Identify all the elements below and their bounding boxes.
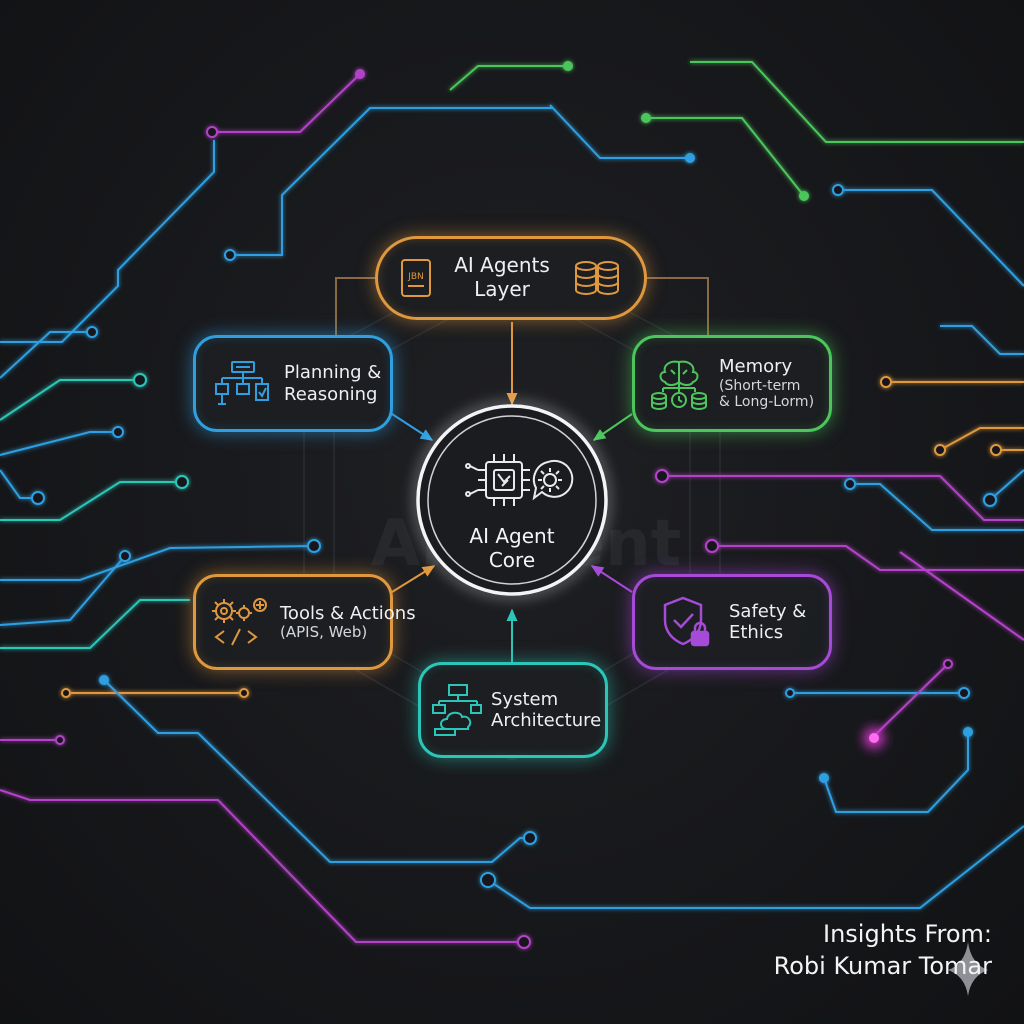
magenta-dot — [869, 733, 879, 743]
brain-icon — [651, 360, 707, 410]
connectors — [335, 277, 709, 662]
trace — [0, 469, 38, 499]
trace — [662, 475, 1024, 521]
node-label: System — [491, 688, 559, 710]
arrow-safety-to-core — [590, 565, 633, 593]
node-label: Planning & — [284, 362, 382, 384]
arrow-tools-to-core — [391, 565, 436, 593]
trace — [0, 379, 140, 421]
trace — [899, 551, 1024, 641]
arrow-memory-to-core — [592, 413, 633, 441]
trace — [0, 331, 92, 379]
node-ai-agents-layer: JBN AI Agents Layer — [375, 236, 647, 320]
credit-line: Insights From: — [823, 920, 992, 948]
trace — [871, 663, 949, 739]
trace — [449, 65, 568, 91]
trace — [712, 545, 1024, 571]
trace — [940, 325, 1024, 355]
trace — [939, 427, 1024, 451]
node-label: Reasoning — [284, 383, 378, 405]
node-label: Architecture — [491, 710, 602, 731]
trace — [0, 481, 182, 521]
document-icon: JBN — [401, 259, 432, 297]
core-outer-ring — [416, 404, 608, 596]
trace — [850, 483, 1024, 531]
trace — [690, 61, 1024, 143]
sparkle-icon — [948, 942, 988, 996]
credit-text: Insights From: Robi Kumar Tomar — [700, 918, 992, 983]
trace — [230, 107, 552, 256]
trace — [989, 469, 1024, 501]
node-memory: Memory (Short-term & Long-Lorm) — [632, 335, 832, 432]
trace — [0, 599, 190, 649]
core-label: AI Agent Core — [469, 524, 555, 572]
trace — [823, 732, 969, 813]
gear-bubble-icon — [532, 459, 574, 501]
trace — [0, 140, 215, 343]
core-node — [411, 399, 613, 601]
trace — [0, 555, 126, 626]
node-label: Memory — [719, 356, 793, 378]
node-tools-actions: Tools & Actions (APIS, Web) — [193, 574, 416, 670]
node-sublabel: (APIS, Web) — [280, 622, 368, 641]
node-safety-ethics: Safety & Ethics — [632, 574, 832, 670]
node-sublabel: & Long-Lorm) — [719, 394, 815, 411]
connector-top-right — [646, 277, 709, 336]
trace — [103, 679, 530, 863]
flowchart-icon — [215, 360, 269, 405]
node-label: Tools & Actions — [280, 602, 416, 624]
trace — [212, 73, 361, 133]
trace — [0, 545, 315, 581]
node-label: Safety & — [729, 600, 807, 622]
credit-author: Robi Kumar Tomar — [773, 952, 992, 981]
node-system-architecture: System Architecture — [418, 662, 608, 758]
node-label: Layer — [474, 277, 530, 301]
chip-icon — [465, 454, 530, 506]
cloud-network-icon — [432, 684, 482, 736]
svg-text:JBN: JBN — [407, 272, 424, 282]
trace — [549, 104, 690, 159]
trace-endpoints — [31, 61, 1002, 949]
node-planning-reasoning: Planning & Reasoning — [193, 335, 393, 432]
connector-top-left — [335, 277, 378, 336]
trace — [0, 789, 524, 943]
gears-icon — [212, 598, 267, 646]
circuit-traces — [0, 61, 1024, 943]
core-inner-ring — [427, 415, 597, 585]
database-icon — [574, 261, 619, 295]
trace — [646, 117, 805, 197]
node-label: Ethics — [729, 622, 784, 643]
arrow-plan-to-core — [391, 413, 434, 441]
trace — [0, 431, 118, 456]
trace — [487, 825, 1024, 909]
node-sublabel: (Short-term — [719, 377, 801, 394]
node-label: AI Agents — [454, 253, 550, 278]
shield-lock-icon — [663, 596, 710, 647]
trace — [838, 189, 1024, 287]
